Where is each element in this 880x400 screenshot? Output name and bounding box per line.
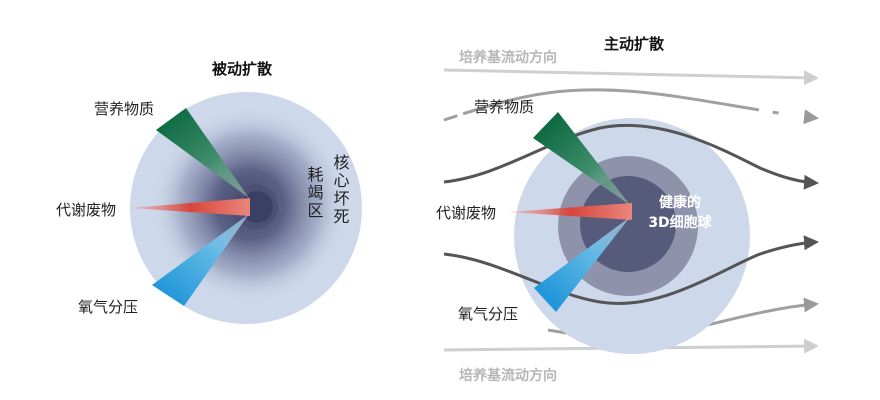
passive-nutrient-wedge (156, 108, 249, 198)
active-nutrient-wedge (533, 112, 630, 205)
flow-line-upper-mid (443, 88, 819, 125)
flow-direction-top-label: 培养基流动方向 (459, 49, 557, 66)
active-oxygen-wedge (534, 217, 630, 312)
necrosis-label-depletion: 耗竭区 (305, 166, 324, 220)
passive-title: 被动扩散 (212, 60, 273, 78)
flow-direction-bottom-label: 培养基流动方向 (459, 367, 557, 384)
healthy-spheroid-label-line1: 健康的 (659, 194, 701, 211)
active-waste-spike (508, 203, 632, 220)
passive-waste-label: 代谢废物 (56, 201, 116, 219)
flow-line-top-straight (443, 68, 819, 86)
necrosis-label-core: 核心坏死 (331, 154, 350, 226)
healthy-spheroid-label-line2: 3D细胞球 (648, 214, 712, 231)
passive-diffusion-panel: 被动扩散 营养物质 代谢废物 氧气分压 耗竭区 核心坏死 (56, 60, 362, 324)
active-oxygen-label: 氧气分压 (458, 305, 518, 323)
passive-oxygen-label: 氧气分压 (78, 298, 138, 316)
active-nutrient-label: 营养物质 (474, 98, 534, 116)
active-title: 主动扩散 (604, 35, 665, 53)
flow-line-lower-dark (443, 235, 819, 305)
passive-oxygen-wedge (152, 214, 249, 306)
passive-nutrient-label: 营养物质 (94, 100, 154, 118)
passive-waste-spike (130, 198, 250, 216)
flow-line-upper-dark (443, 123, 819, 190)
active-diffusion-panel: 主动扩散 培养基流动方向 培养基流动方向 营养物质 代谢废物 氧气分压 健康的 … (436, 35, 819, 384)
active-waste-label: 代谢废物 (436, 204, 496, 222)
